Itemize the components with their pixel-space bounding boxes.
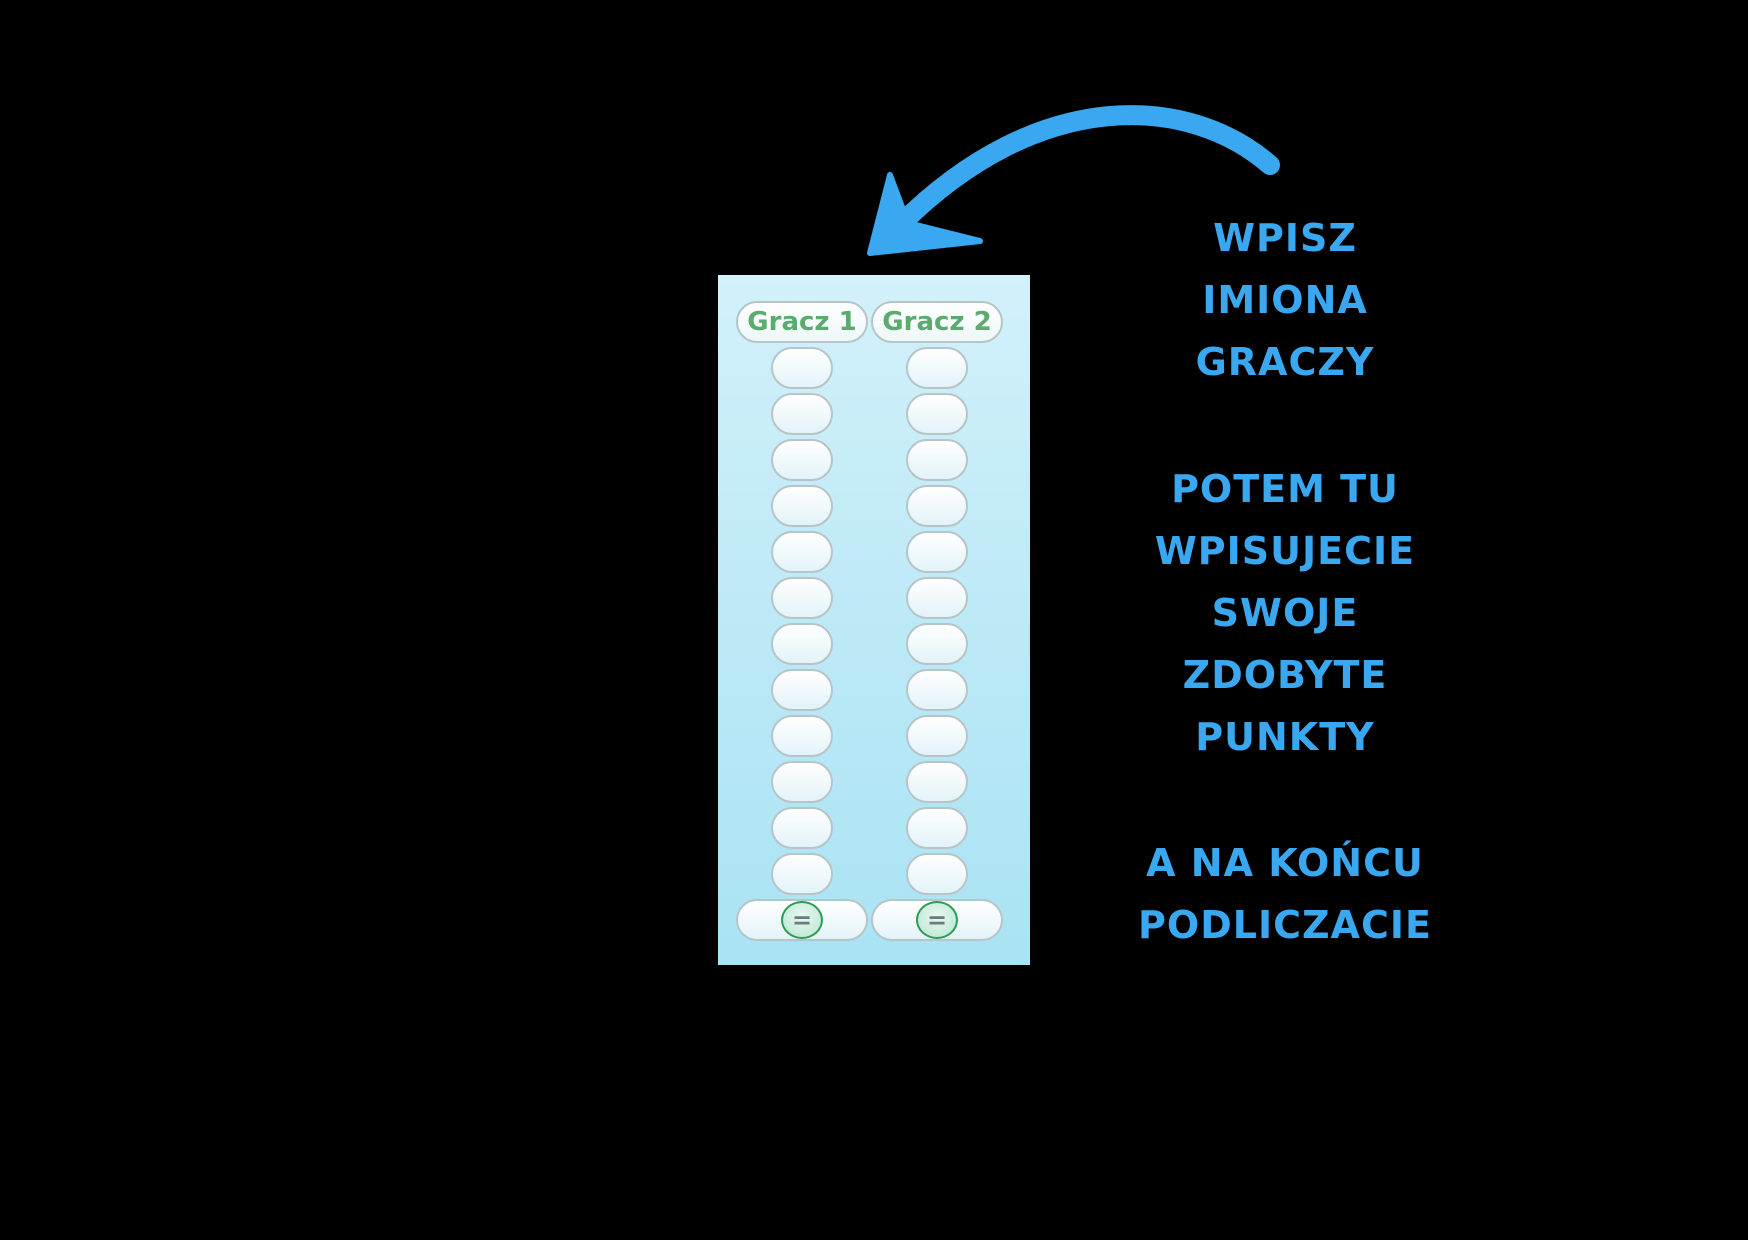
instruction-line: IMIONA xyxy=(1202,278,1368,322)
player-2-total-field: = xyxy=(871,899,1003,941)
player-1-round-5-input[interactable] xyxy=(771,531,833,573)
instruction-enter-points: POTEM TU WPISUJECIE SWOJE ZDOBYTE PUNKTY xyxy=(1080,458,1490,768)
instruction-line: SWOJE xyxy=(1211,591,1359,635)
player-1-round-9-input[interactable] xyxy=(771,715,833,757)
player-2-name-input[interactable] xyxy=(871,301,1003,343)
player-1-round-2-input[interactable] xyxy=(771,393,833,435)
instruction-line: GRACZY xyxy=(1195,340,1375,384)
player-2-round-5-input[interactable] xyxy=(906,531,968,573)
player-1-round-10-input[interactable] xyxy=(771,761,833,803)
player-2-round-12-input[interactable] xyxy=(906,853,968,895)
player-1-round-7-input[interactable] xyxy=(771,623,833,665)
player-1-round-12-input[interactable] xyxy=(771,853,833,895)
player-2-column: = xyxy=(871,301,1003,941)
instruction-line: ZDOBYTE xyxy=(1182,653,1388,697)
player-1-round-1-input[interactable] xyxy=(771,347,833,389)
player-1-equals-button[interactable]: = xyxy=(781,901,823,939)
player-2-round-1-input[interactable] xyxy=(906,347,968,389)
player-1-round-8-input[interactable] xyxy=(771,669,833,711)
player-1-round-4-input[interactable] xyxy=(771,485,833,527)
instruction-line: POTEM TU xyxy=(1171,467,1399,511)
player-1-round-3-input[interactable] xyxy=(771,439,833,481)
player-1-total-field: = xyxy=(736,899,868,941)
instruction-line: A NA KOŃCU xyxy=(1146,841,1424,885)
curved-arrow-icon xyxy=(867,105,1280,256)
player-2-round-3-input[interactable] xyxy=(906,439,968,481)
instruction-enter-names: WPISZ IMIONA GRACZY xyxy=(1080,207,1490,393)
instruction-line: PUNKTY xyxy=(1195,715,1375,759)
instruction-line: WPISZ xyxy=(1213,216,1357,260)
instruction-line: PODLICZACIE xyxy=(1138,903,1432,947)
player-2-round-7-input[interactable] xyxy=(906,623,968,665)
player-2-round-9-input[interactable] xyxy=(906,715,968,757)
player-2-round-2-input[interactable] xyxy=(906,393,968,435)
player-2-equals-button[interactable]: = xyxy=(916,901,958,939)
player-2-round-6-input[interactable] xyxy=(906,577,968,619)
player-2-round-8-input[interactable] xyxy=(906,669,968,711)
player-2-round-11-input[interactable] xyxy=(906,807,968,849)
player-2-round-10-input[interactable] xyxy=(906,761,968,803)
player-2-round-4-input[interactable] xyxy=(906,485,968,527)
player-1-round-6-input[interactable] xyxy=(771,577,833,619)
score-panel: = = xyxy=(718,275,1030,965)
player-1-column: = xyxy=(736,301,868,941)
instruction-line: WPISUJECIE xyxy=(1154,529,1416,573)
player-1-round-11-input[interactable] xyxy=(771,807,833,849)
player-1-name-input[interactable] xyxy=(736,301,868,343)
instruction-sum-up: A NA KOŃCU PODLICZACIE xyxy=(1080,832,1490,956)
